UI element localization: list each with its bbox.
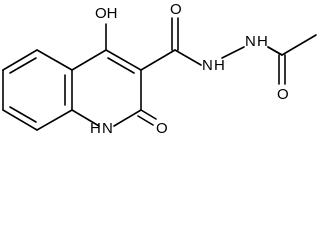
bond-nh-cacetyl-end [267, 46, 283, 56]
atom-lactam-o: O [156, 120, 168, 137]
atom-amide-o: O [170, 1, 182, 18]
bond-nh-nh [221, 46, 245, 59]
atom-labels: OH O N H N H O H N O [90, 1, 289, 137]
atom-ring-nh: N [102, 120, 113, 137]
bond-c3-camide [140, 49, 176, 71]
chemical-structure-diagram: OH O N H N H O H N O [2, 1, 317, 137]
bond-c8-c7 [2, 109, 38, 131]
bond-c5-c4a [36, 49, 73, 71]
bond-camide-nh [174, 49, 202, 66]
atom-oh-top: OH [95, 5, 118, 22]
bond-c6-c5 [2, 49, 38, 71]
bond-c4-c3 [105, 49, 142, 71]
atom-nh-hydrazide-h: H [214, 57, 225, 74]
bond-cacetyl-ch3 [281, 34, 317, 56]
substituent-bonds [105, 17, 317, 126]
bond-c8-c7-inner [9, 106, 37, 123]
atom-nh-terminal: N [245, 33, 256, 50]
atom-acetyl-o: O [277, 86, 289, 103]
bond-c8a-c8 [36, 109, 73, 131]
pyridinone-ring [71, 49, 142, 127]
bond-c2-n1 [113, 109, 142, 127]
atom-nh-hydrazide: N [202, 57, 213, 74]
bond-c2-o [140, 109, 157, 120]
bond-n1-c8a [71, 109, 100, 127]
bond-c4a-c4 [71, 49, 107, 71]
atom-ring-nh-h: H [90, 120, 101, 137]
bond-c6-c5-inner [9, 57, 37, 74]
atom-nh-terminal-h: H [257, 33, 268, 50]
benzene-ring [2, 49, 73, 131]
bond-c4-c3-inner [107, 57, 135, 74]
bond-c2-o-second [137, 115, 154, 126]
